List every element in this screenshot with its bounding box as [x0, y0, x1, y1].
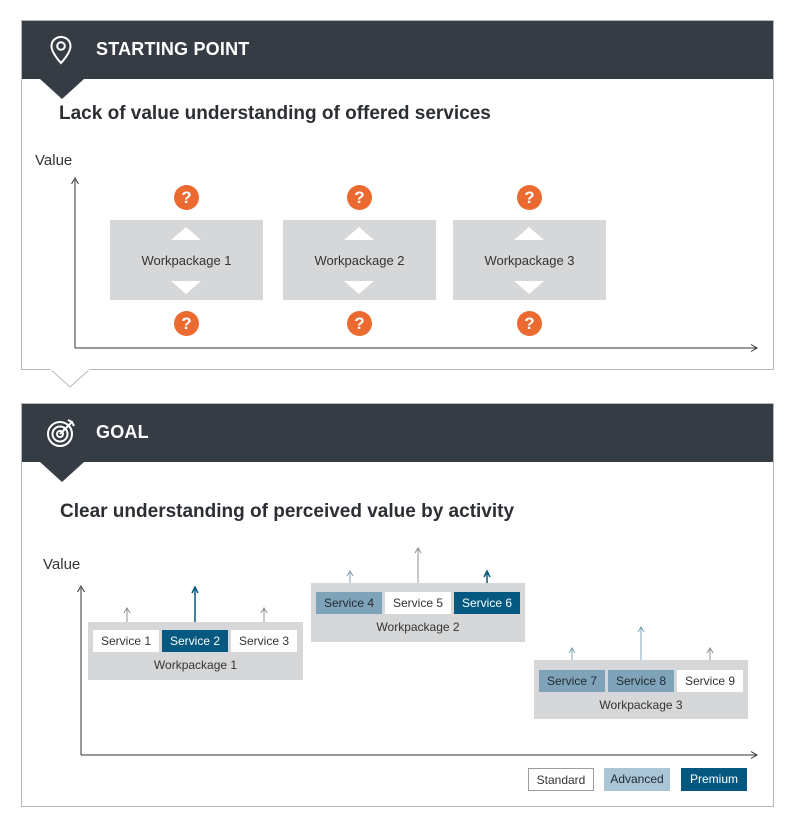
workpackage-label: Workpackage 1: [141, 253, 232, 268]
starting-workpackage-1: Workpackage 1: [110, 220, 263, 300]
question-mark-icon: ?: [174, 311, 199, 336]
service-box: Service 6: [454, 592, 520, 614]
value-up-triangle: [171, 227, 201, 240]
value-down-triangle: [171, 281, 201, 294]
question-mark-icon: ?: [347, 311, 372, 336]
starting-point-heading: Lack of value understanding of offered s…: [59, 103, 491, 124]
service-box: Service 5: [385, 592, 451, 614]
service-box: Service 7: [539, 670, 605, 692]
service-box: Service 8: [608, 670, 674, 692]
value-down-triangle: [514, 281, 544, 294]
starting-workpackage-3: Workpackage 3: [453, 220, 606, 300]
service-box: Service 1: [93, 630, 159, 652]
target-icon: [47, 419, 75, 447]
goal-header: GOAL: [22, 404, 773, 462]
workpackage-label: Workpackage 3: [599, 698, 683, 712]
service-box: Service 2: [162, 630, 228, 652]
starting-point-title: STARTING POINT: [96, 39, 250, 59]
workpackage-label: Workpackage 1: [153, 658, 238, 672]
legend-advanced: Advanced: [604, 768, 670, 791]
legend-premium: Premium: [681, 768, 747, 791]
legend-standard: Standard: [528, 768, 594, 791]
question-mark-icon: ?: [174, 185, 199, 210]
workpackage-label: Workpackage 2: [314, 253, 405, 268]
location-pin-icon: [50, 35, 72, 65]
starting-point-panel: STARTING POINT Lack of value understandi…: [21, 20, 774, 370]
header-notch: [40, 462, 84, 482]
starting-point-header: STARTING POINT: [22, 21, 773, 79]
panel-connector-notch: [50, 369, 90, 388]
goal-value-axis-label: Value: [43, 556, 81, 573]
header-notch: [40, 79, 84, 99]
workpackage-label: Workpackage 3: [484, 253, 575, 268]
service-box: Service 3: [231, 630, 297, 652]
value-up-triangle: [344, 227, 374, 240]
question-mark-icon: ?: [517, 311, 542, 336]
value-up-triangle: [514, 227, 544, 240]
workpackage-label: Workpackage 2: [376, 620, 460, 634]
service-box: Service 9: [677, 670, 743, 692]
value-down-triangle: [344, 281, 374, 294]
starting-workpackage-2: Workpackage 2: [283, 220, 436, 300]
question-mark-icon: ?: [517, 185, 542, 210]
service-box: Service 4: [316, 592, 382, 614]
starting-value-axis-label: Value: [35, 152, 73, 169]
question-mark-icon: ?: [347, 185, 372, 210]
goal-title: GOAL: [96, 422, 149, 442]
goal-heading: Clear understanding of perceived value b…: [60, 501, 515, 522]
